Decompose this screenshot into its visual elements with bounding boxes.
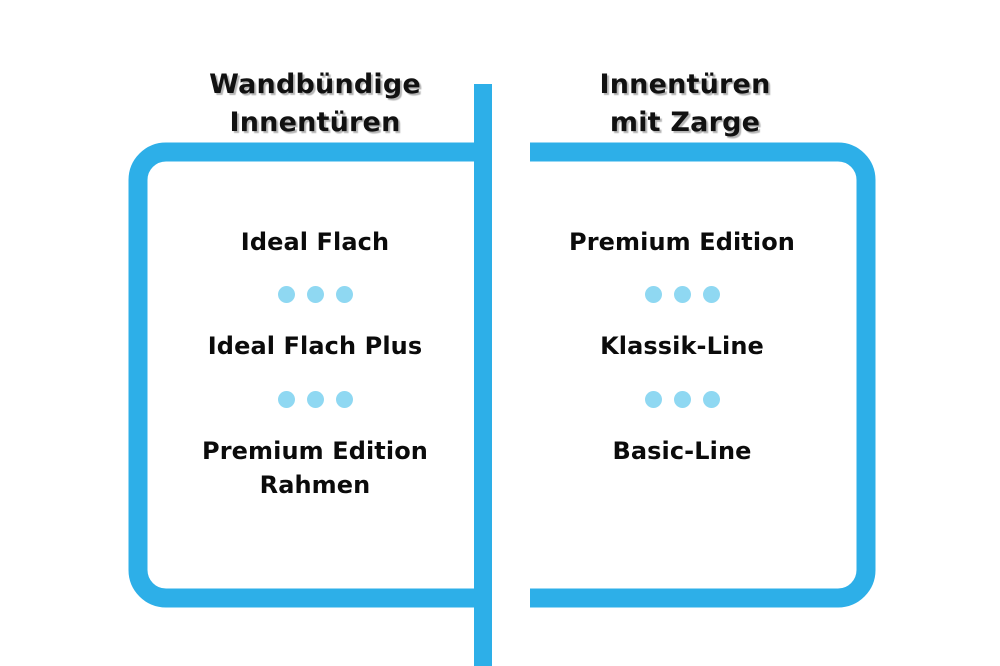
dot-icon <box>277 286 295 304</box>
list-item: Ideal Flach <box>240 228 390 256</box>
dot-icon <box>306 391 324 409</box>
list-item: Ideal Flach Plus <box>207 332 423 361</box>
dot-separator <box>277 286 353 304</box>
dot-icon <box>306 286 324 304</box>
dot-icon <box>335 286 353 304</box>
column-body-right: Premium Edition Klassik-Line Basic-Line <box>522 225 842 468</box>
list-item: Klassik-Line <box>600 332 764 361</box>
dot-separator <box>644 286 720 304</box>
dot-icon <box>702 391 720 409</box>
center-divider <box>474 84 492 666</box>
list-item: Premium Edition Rahmen <box>202 437 428 500</box>
dot-icon <box>644 391 662 409</box>
column-title-left: Wandbündige Innentüren <box>209 69 421 139</box>
list-item: Premium Edition <box>569 228 795 256</box>
dot-separator <box>277 391 353 409</box>
dot-separator <box>644 391 720 409</box>
dot-icon <box>277 391 295 409</box>
list-item: Basic-Line <box>612 437 752 466</box>
dot-icon <box>673 286 691 304</box>
column-body-left: Ideal Flach Ideal Flach Plus Premium Edi… <box>155 225 475 502</box>
dot-icon <box>702 286 720 304</box>
dot-icon <box>335 391 353 409</box>
dot-icon <box>673 391 691 409</box>
dot-icon <box>644 286 662 304</box>
column-title-right: Innentüren mit Zarge <box>599 69 771 139</box>
